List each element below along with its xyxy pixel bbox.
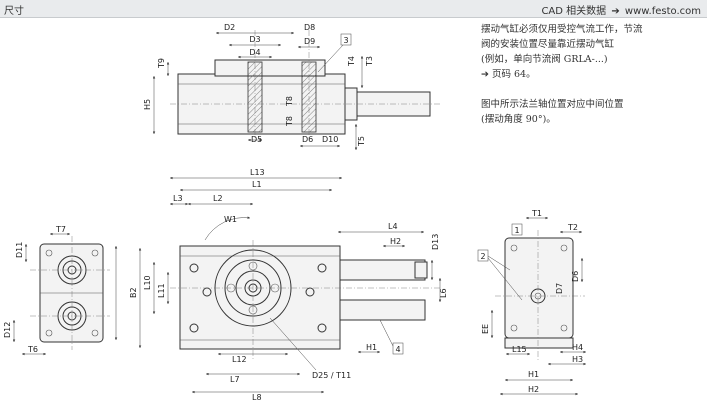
dim-label: L3 xyxy=(173,194,183,203)
dim-label: T1 xyxy=(531,209,542,218)
dim-label: L1 xyxy=(252,180,262,189)
dim-label: T4 xyxy=(347,56,356,67)
dim-label: T9 xyxy=(157,58,166,69)
dim-label: D25 / T11 xyxy=(312,371,351,380)
right-base xyxy=(504,337,574,349)
dim-label: L12 xyxy=(232,355,247,364)
dim-label: D11 xyxy=(15,242,24,258)
dim-label: T3 xyxy=(365,56,374,67)
top-flange xyxy=(214,59,326,77)
dim-label: W1 xyxy=(224,215,237,224)
front-piston-bottom xyxy=(339,299,426,321)
dim-label: T2 xyxy=(567,223,578,232)
dim-label: L4 xyxy=(388,222,398,231)
front-piston-top xyxy=(339,259,426,281)
dim-label: H5 xyxy=(143,99,152,110)
front-body xyxy=(179,245,341,350)
dim-label: H4 xyxy=(572,343,583,352)
cad-label: CAD 相关数据 xyxy=(541,6,607,17)
dim-label: D12 xyxy=(3,322,12,338)
cad-url: www.festo.com xyxy=(624,6,701,17)
ref-box-3 xyxy=(340,33,352,46)
section-header: 尺寸 CAD 相关数据 ➔ www.festo.com xyxy=(0,0,707,18)
dim-label: D2 xyxy=(224,23,235,32)
ref-label: 3 xyxy=(343,36,348,45)
ref-label: 4 xyxy=(395,345,400,354)
right-side-view: 1 T1 T2 2 D7 D6 EE L15 H4 H3 H1 H2 xyxy=(477,209,586,396)
dim-label: B2 xyxy=(129,287,138,298)
dim-label: H2 xyxy=(390,237,401,246)
left-side-view: T7 D11 D12 T6 xyxy=(3,225,118,356)
front-view: L13 L1 L3 L2 W1 L4 H2 D13 L6 H1 4 B2 L10… xyxy=(129,168,448,402)
note-page-ref: ➔ 页码 64。 xyxy=(481,69,536,80)
dim-label: L13 xyxy=(250,168,265,177)
dim-label: D4 xyxy=(249,48,260,57)
dim-label: D13 xyxy=(431,234,440,250)
dim-label: D6 xyxy=(302,135,313,144)
dim-label: L10 xyxy=(143,275,152,290)
dim-label: D7 xyxy=(555,283,564,294)
top-view: D2 D3 D4 D8 D9 3 T9 H5 T4 T3 T5 T8 T8 D5… xyxy=(143,23,440,150)
dim-label: D5 xyxy=(251,135,262,144)
note-line: 阀的安装位置尽量靠近摆动气缸 xyxy=(481,39,615,50)
installation-note: 摆动气缸必须仅用受控气流工作，节流 阀的安装位置尽量靠近摆动气缸 (例如，单向节… xyxy=(481,22,703,127)
dim-label: H1 xyxy=(366,343,377,352)
dim-label: L8 xyxy=(252,393,262,402)
dim-label: D6 xyxy=(571,271,580,282)
note-line: 图中所示法兰轴位置对应中间位置 xyxy=(481,99,624,110)
dim-label: L6 xyxy=(439,288,448,298)
dim-label: H2 xyxy=(528,385,539,394)
cad-link[interactable]: CAD 相关数据 ➔ www.festo.com xyxy=(541,2,701,17)
dim-label: D10 xyxy=(322,135,338,144)
arrow-right-icon: ➔ xyxy=(611,6,620,17)
dim-label: L2 xyxy=(213,194,223,203)
note-line: 摆动气缸必须仅用受控气流工作，节流 xyxy=(481,24,643,35)
dim-label: T5 xyxy=(357,136,366,147)
dim-label: T8 xyxy=(285,96,294,107)
dim-label: H1 xyxy=(528,370,539,379)
dim-label: L15 xyxy=(512,345,527,354)
ref-box-1 xyxy=(511,223,523,236)
dim-label: T8 xyxy=(285,116,294,127)
note-line: (例如，单向节流阀 GRLA-...) xyxy=(481,54,608,65)
dim-label: T7 xyxy=(55,225,66,234)
dim-label: T6 xyxy=(27,345,38,354)
section-title: 尺寸 xyxy=(4,6,24,17)
ref-box-2 xyxy=(477,249,489,262)
note-line: (摆动角度 90°)。 xyxy=(481,114,556,125)
dim-label: H3 xyxy=(572,355,583,364)
dim-label: EE xyxy=(481,324,490,334)
dim-label: D8 xyxy=(304,23,315,32)
ref-label: 1 xyxy=(514,226,519,235)
ref-label: 2 xyxy=(480,252,485,261)
dim-label: L7 xyxy=(230,375,240,384)
ref-box-4 xyxy=(392,342,404,355)
dim-label: L11 xyxy=(157,283,166,298)
dim-label: D3 xyxy=(249,35,260,44)
dim-label: D9 xyxy=(304,37,315,46)
